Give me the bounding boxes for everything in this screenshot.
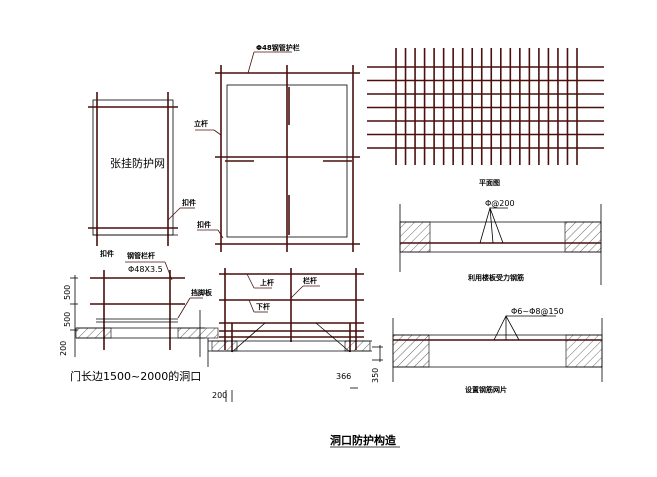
dim-200-front: 200 (212, 391, 227, 400)
fastener-label: 扣件 (182, 198, 196, 207)
rail-pole-label: 栏杆 (303, 276, 317, 285)
dim-500-top: 500 (63, 285, 72, 300)
rebar-spec-1: Φ@200 (485, 199, 515, 208)
toe-board-label: 挡脚板 (191, 288, 213, 297)
net-frame-plan: 张挂防护网 扣件 扣件 (88, 92, 196, 258)
plan-title: 平面图 (479, 178, 500, 187)
top-rail-note: Φ48钢管护栏 (256, 43, 300, 52)
pipe-spec: Φ48X3.5 (128, 265, 163, 274)
section1-title: 利用楼板受力钢筋 (468, 273, 524, 282)
dim-350: 350 (371, 368, 380, 383)
fastener-label-bottom: 扣件 (100, 249, 114, 258)
fastener-label: 扣件 (197, 220, 211, 229)
dim-366: 366 (336, 372, 351, 381)
dim-200: 200 (59, 341, 68, 356)
rebar-spec-2: Φ6~Φ8@150 (511, 307, 564, 316)
main-title: 洞口防护构造 (330, 433, 397, 447)
side-title: 门长边1500~2000的洞口 (70, 369, 201, 383)
dim-500-bottom: 500 (63, 312, 72, 327)
lower-rail-label: 下杆 (256, 302, 270, 311)
rebar-mesh-plan (367, 48, 604, 165)
pipe-note: 钢管栏杆 (127, 251, 155, 260)
side-elevation: 500 500 200 钢管栏杆 Φ48X3.5 挡脚板 门长边1500~200… (59, 251, 219, 383)
net-label: 张挂防护网 (110, 156, 165, 170)
slab-section-1: Φ@200 利用楼板受力钢筋 (399, 199, 602, 285)
slab-section-2: Φ6~Φ8@150 设置钢筋网片 (392, 307, 603, 394)
section2-title: 设置钢筋网片 (465, 385, 507, 394)
railing-frame-plan: Φ48钢管护栏 立杆 扣件 (194, 43, 360, 252)
upper-rail-label: 上杆 (260, 278, 274, 287)
front-elevation: 上杆 下杆 栏杆 350 200 366 (207, 268, 383, 402)
pole-label: 立杆 (194, 119, 208, 128)
